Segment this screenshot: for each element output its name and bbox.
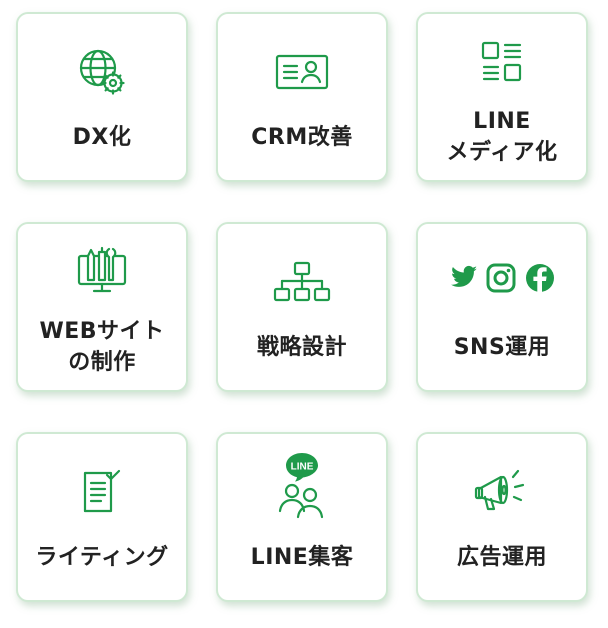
megaphone-icon bbox=[418, 462, 586, 522]
line-users-icon: LINE bbox=[218, 450, 386, 524]
service-card-strategy[interactable]: 戦略設計 bbox=[216, 222, 388, 392]
service-card-label: 広告運用 bbox=[456, 545, 547, 570]
service-card-writing[interactable]: ライティング bbox=[16, 432, 188, 602]
monitor-tools-icon bbox=[18, 244, 186, 296]
service-card-advertising[interactable]: 広告運用 bbox=[416, 432, 588, 602]
label-line-2: メディア化 bbox=[446, 140, 558, 165]
service-card-label: LINE集客 bbox=[250, 545, 354, 570]
service-card-dx[interactable]: DX化 bbox=[16, 12, 188, 182]
service-card-label: CRM改善 bbox=[251, 125, 353, 150]
service-card-label: ライティング bbox=[35, 545, 169, 570]
facebook-icon bbox=[526, 264, 554, 293]
service-card-label: DX化 bbox=[72, 125, 132, 150]
globe-gear-icon bbox=[18, 42, 186, 102]
social-icons bbox=[418, 252, 586, 304]
document-check-icon bbox=[18, 462, 186, 522]
twitter-icon bbox=[451, 265, 477, 287]
label-line-1: LINE bbox=[473, 109, 531, 134]
service-card-label: SNS運用 bbox=[453, 335, 551, 360]
service-card-web[interactable]: WEBサイト の制作 bbox=[16, 222, 188, 392]
sitemap-icon bbox=[218, 252, 386, 312]
label-line-1: WEBサイト bbox=[39, 319, 165, 344]
service-card-label: LINE メディア化 bbox=[418, 106, 586, 168]
service-card-line-media[interactable]: LINE メディア化 bbox=[416, 12, 588, 182]
line-badge-text: LINE bbox=[291, 462, 314, 473]
instagram-icon bbox=[486, 263, 516, 293]
service-card-sns[interactable]: SNS運用 bbox=[416, 222, 588, 392]
label-line-2: の制作 bbox=[68, 350, 136, 375]
service-card-label: WEBサイト の制作 bbox=[18, 316, 186, 378]
layout-list-icon bbox=[418, 36, 586, 88]
service-card-label: 戦略設計 bbox=[256, 335, 347, 360]
service-card-crm[interactable]: CRM改善 bbox=[216, 12, 388, 182]
id-card-icon bbox=[218, 42, 386, 102]
service-card-line-marketing[interactable]: LINE LINE集客 bbox=[216, 432, 388, 602]
